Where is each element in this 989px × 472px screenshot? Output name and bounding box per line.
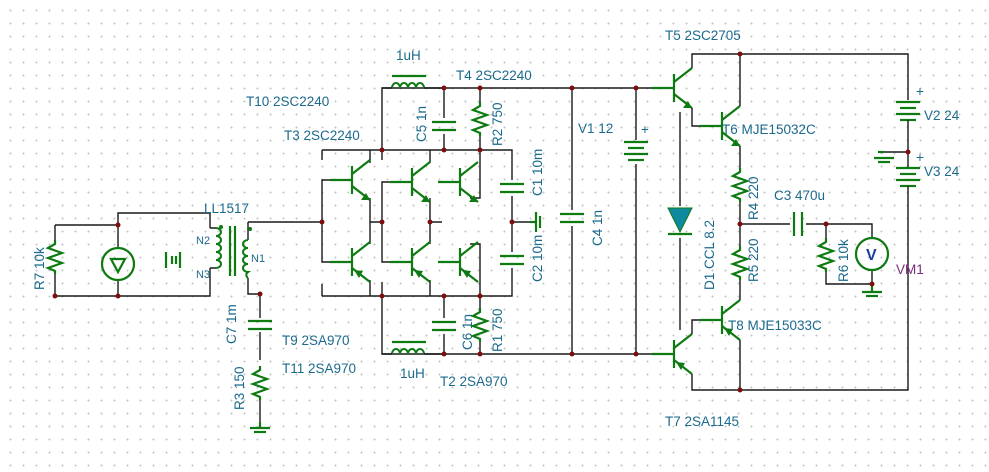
label-d1: D1 CCL 8.2 (702, 220, 717, 290)
resistor-r5 (731, 244, 749, 282)
input-section: R7 10k LL1517 N2 N3 N1 C7 1m (32, 201, 290, 434)
signal-source-icon (100, 246, 136, 282)
label-t4: T4 2SC2240 (456, 68, 532, 83)
voltmeter-vm1-icon: V (854, 236, 890, 272)
ground-icon-meter (860, 284, 884, 298)
label-r7: R7 10k (32, 247, 47, 290)
capacitor-c6 (430, 320, 458, 332)
label-c3: C3 470u (774, 188, 825, 203)
resistor-r6 (817, 236, 835, 274)
label-t2: T2 2SA970 (440, 374, 508, 389)
label-r3: R3 150 (232, 366, 247, 410)
capacitor-c3 (792, 210, 804, 238)
capacitor-c1 (498, 182, 526, 194)
inductor-top (391, 74, 426, 89)
output-stage: T5 2SC2705 T7 2SA1145 T6 MJE15032C T8 MJ… (636, 28, 924, 429)
label-c5: C5 1n (414, 106, 429, 142)
transistor-t11 (328, 240, 372, 284)
supply-section: V2 24 V3 24 + + (874, 84, 960, 192)
label-r5: R5 220 (746, 238, 761, 282)
capacitor-c5 (430, 120, 458, 132)
label-r4: R4 220 (746, 176, 761, 220)
label-t7: T7 2SA1145 (665, 414, 739, 429)
battery-v2 (896, 100, 920, 122)
ground-icon-supply (874, 150, 894, 164)
label-t10: T10 2SC2240 (246, 94, 329, 109)
label-n1: N1 (251, 253, 265, 265)
ground-icon-mid (530, 212, 542, 232)
resistor-r7 (46, 225, 64, 296)
plus-v1: + (641, 122, 649, 137)
rail-filter-section: 1uH 1uH C5 1n R2 750 C6 1n R1 750 C1 10m… (382, 48, 649, 381)
resistor-r4 (731, 166, 749, 204)
capacitor-c2 (498, 254, 526, 266)
input-stage: T10 2SC2240 T3 2SC2240 T4 2SC2240 T9 2SA… (246, 68, 532, 389)
resistor-r1 (471, 306, 489, 344)
label-c7: C7 1m (224, 304, 239, 344)
capacitor-c4 (558, 212, 586, 224)
label-t9: T9 2SA970 (282, 333, 350, 348)
label-v2: V2 24 (924, 108, 960, 123)
diode-d1 (667, 207, 693, 236)
label-n3: N3 (196, 269, 210, 281)
battery-v1 (624, 140, 648, 162)
transistor-t4 (436, 160, 480, 204)
battery-v3 (896, 166, 920, 188)
label-n2: N2 (196, 235, 210, 247)
label-t3: T3 2SC2240 (284, 128, 360, 143)
label-c1: C1 10m (530, 149, 545, 196)
label-t5: T5 2SC2705 (665, 28, 741, 43)
label-t8: T8 MJE15033C (728, 318, 822, 333)
ground-icon-r3 (248, 420, 272, 434)
label-c2: C2 10m (530, 235, 545, 282)
label-c4: C4 1n (590, 210, 605, 246)
inductor-bottom (391, 340, 426, 355)
plus-v3: + (916, 150, 924, 165)
label-v1: V1 12 (578, 121, 613, 136)
resistor-r2 (471, 100, 489, 138)
label-ll1517: LL1517 (204, 201, 249, 216)
label-r2: R2 750 (490, 102, 505, 146)
input-ground-source-icon (164, 252, 182, 268)
label-c6: C6 1n (460, 314, 475, 350)
transistor-t2 (436, 240, 480, 284)
resistor-r3 (251, 364, 269, 402)
junctions (52, 51, 911, 393)
label-t6: T6 MJE15032C (722, 122, 816, 137)
label-vm1: VM1 (896, 262, 924, 277)
transistor-t9 (388, 240, 432, 284)
label-inductor-top: 1uH (396, 48, 421, 63)
transistor-t5 (650, 66, 694, 110)
label-r1: R1 750 (490, 308, 505, 352)
label-v3: V3 24 (924, 164, 960, 179)
label-r6: R6 10k (836, 239, 851, 282)
label-t11: T11 2SA970 (282, 361, 356, 376)
label-inductor-bottom: 1uH (400, 366, 425, 381)
plus-v2: + (916, 84, 924, 99)
capacitor-c7 (246, 319, 274, 331)
transistor-t7 (650, 332, 694, 376)
transformer-ll1517 (215, 225, 252, 279)
transistor-t10 (328, 158, 372, 202)
voltmeter-glyph: V (866, 247, 877, 264)
transistor-t3 (388, 160, 432, 204)
